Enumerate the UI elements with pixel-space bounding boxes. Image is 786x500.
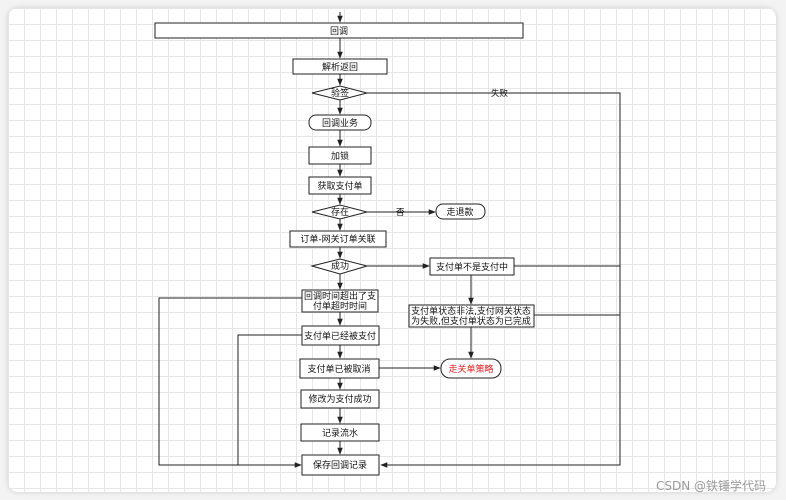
svg-text:回调时间超出了支: 回调时间超出了支: [304, 290, 376, 302]
edge-paid-save: [237, 334, 302, 465]
flowchart-canvas: 失败 否 回调 解析返回 验签 回调业务 加锁 获取支付单 存在 走退款 订单-…: [8, 8, 776, 492]
svg-text:支付单已被取消: 支付单已被取消: [307, 363, 370, 375]
node-success[interactable]: 成功: [310, 258, 369, 275]
svg-text:解析返回: 解析返回: [322, 61, 358, 73]
svg-text:支付单已经被支付: 支付单已经被支付: [304, 330, 376, 342]
node-lock[interactable]: 加锁: [308, 146, 372, 165]
node-close-strategy[interactable]: 走关单策略: [440, 358, 502, 379]
edge-verify-fail: [367, 92, 621, 468]
node-timeout[interactable]: 回调时间超出了支 付单超时时间: [301, 289, 379, 313]
node-not-pay-in-progress[interactable]: 支付单不是支付中: [429, 257, 515, 276]
node-cancelled[interactable]: 支付单已被取消: [299, 358, 380, 379]
node-refund[interactable]: 走退款: [435, 203, 486, 220]
svg-text:为失败,但支付单状态为已完成: 为失败,但支付单状态为已完成: [411, 315, 531, 327]
svg-text:存在: 存在: [331, 206, 349, 218]
node-callback-business[interactable]: 回调业务: [308, 114, 372, 131]
node-record-flow[interactable]: 记录流水: [300, 423, 380, 442]
svg-text:走退款: 走退款: [446, 206, 473, 218]
node-already-paid[interactable]: 支付单已经被支付: [301, 325, 380, 346]
svg-text:付单超时时间: 付单超时时间: [313, 300, 367, 312]
flowchart-svg: 失败 否 回调 解析返回 验签 回调业务 加锁 获取支付单 存在 走退款 订单-…: [154, 12, 621, 476]
node-update-success[interactable]: 修改为支付成功: [300, 389, 380, 409]
svg-text:支付单不是支付中: 支付单不是支付中: [436, 261, 508, 273]
node-parse[interactable]: 解析返回: [292, 58, 388, 75]
svg-text:获取支付单: 获取支付单: [317, 180, 362, 192]
node-callback[interactable]: 回调: [154, 22, 524, 39]
node-illegal-state[interactable]: 支付单状态非法,支付网关状态 为失败,但支付单状态为已完成: [408, 304, 535, 328]
svg-text:订单-网关订单关联: 订单-网关订单关联: [300, 233, 375, 245]
node-save-record[interactable]: 保存回调记录: [301, 454, 380, 476]
node-associate[interactable]: 订单-网关订单关联: [289, 230, 387, 248]
svg-text:保存回调记录: 保存回调记录: [313, 459, 367, 471]
svg-text:走关单策略: 走关单策略: [448, 363, 493, 375]
edges: [158, 12, 621, 468]
edge-timeout-save: [158, 297, 302, 468]
svg-text:加锁: 加锁: [331, 150, 349, 162]
svg-text:成功: 成功: [331, 260, 349, 272]
node-verify[interactable]: 验签: [311, 85, 369, 101]
node-get-pay-order[interactable]: 获取支付单: [308, 176, 372, 195]
watermark-text: CSDN @铁锤学代码: [655, 479, 766, 493]
svg-text:回调: 回调: [330, 26, 348, 37]
svg-text:记录流水: 记录流水: [322, 427, 358, 439]
edge-label-no: 否: [396, 208, 405, 218]
svg-text:验签: 验签: [331, 87, 349, 99]
svg-text:回调业务: 回调业务: [322, 117, 358, 129]
edge-label-fail: 失败: [491, 88, 509, 99]
svg-text:修改为支付成功: 修改为支付成功: [308, 393, 371, 405]
svg-text:支付单状态非法,支付网关状态: 支付单状态非法,支付网关状态: [411, 305, 531, 317]
node-exists[interactable]: 存在: [311, 204, 369, 220]
